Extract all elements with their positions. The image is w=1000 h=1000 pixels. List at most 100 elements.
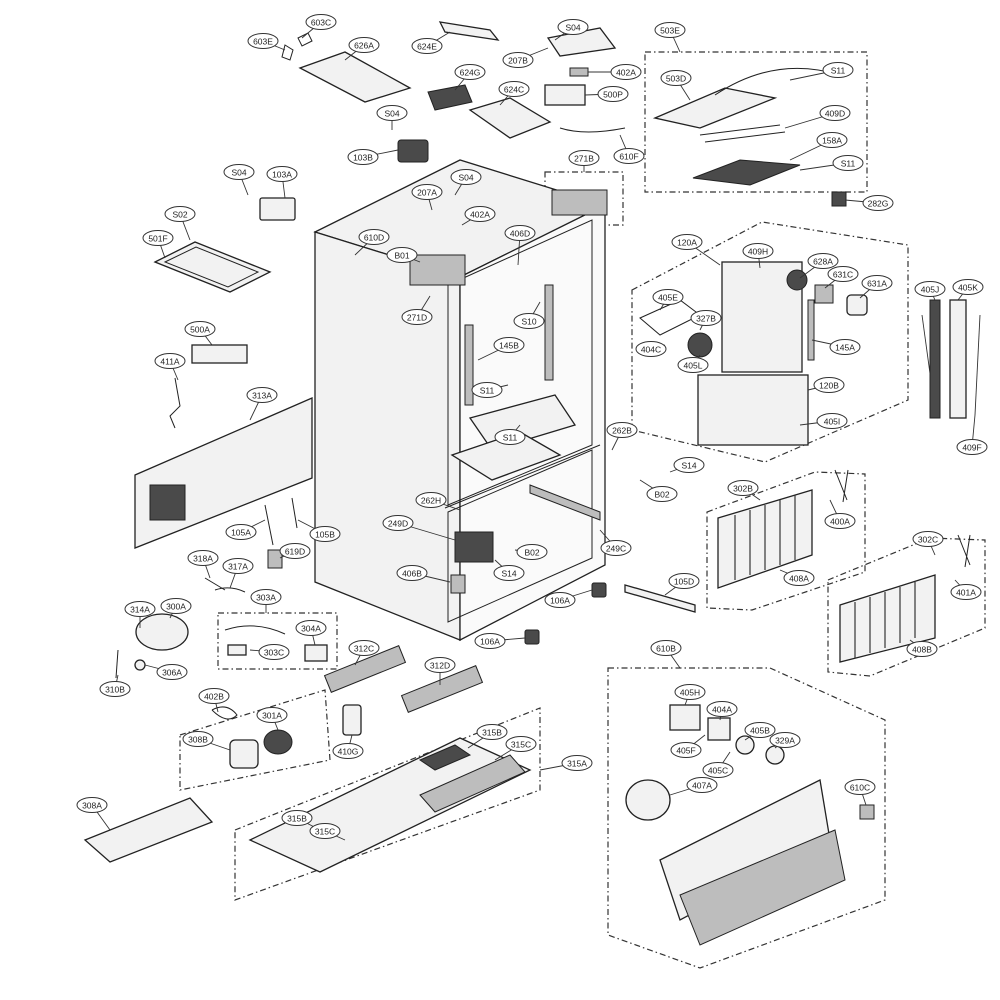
callout-B02: B02	[516, 544, 548, 560]
callout-bubble	[454, 64, 486, 80]
callout-bubble	[493, 565, 525, 581]
callout-bubble	[822, 62, 854, 78]
callout-label: 406D	[510, 229, 530, 239]
callout-408B: 408B	[906, 641, 938, 657]
back-panel-coil	[149, 484, 186, 521]
callout-304A: 304A	[295, 620, 327, 636]
callout-label: 120A	[677, 238, 697, 248]
callout-bubble	[702, 762, 734, 778]
callout-bubble	[124, 601, 156, 617]
group-box-503E	[644, 51, 868, 193]
callout-label: 409D	[825, 109, 845, 119]
callout-label: S04	[458, 173, 473, 183]
callout-158A: 158A	[816, 132, 848, 148]
callout-label: 103A	[272, 170, 292, 180]
callout-bubble	[358, 229, 390, 245]
callout-bubble	[258, 644, 290, 660]
callout-bubble	[819, 105, 851, 121]
callout-label: 318A	[193, 554, 213, 564]
callout-label: 145A	[835, 343, 855, 353]
callout-105A: 105A	[225, 524, 257, 540]
callout-624E: 624E	[411, 38, 443, 54]
callout-label: 158A	[822, 136, 842, 146]
callout-S11: S11	[832, 155, 864, 171]
callout-bubble	[309, 526, 341, 542]
callout-label: 610D	[364, 233, 384, 243]
callout-500P: 500P	[597, 86, 629, 102]
callout-label: 405F	[676, 746, 695, 756]
callout-label: 303C	[264, 648, 284, 658]
callout-label: 500P	[603, 90, 623, 100]
relay-304A	[304, 644, 328, 662]
callout-bubble	[164, 206, 196, 222]
callout-411A: 411A	[154, 353, 186, 369]
callout-bubble	[305, 14, 337, 30]
callout-label: 106A	[480, 637, 500, 647]
callout-label: 105D	[674, 577, 694, 587]
callout-label: 405C	[708, 766, 728, 776]
callout-label: 249D	[388, 519, 408, 529]
tube-105B	[291, 497, 298, 529]
callout-bubble	[635, 341, 667, 357]
callout-label: S14	[681, 461, 696, 471]
callout-label: 405B	[750, 726, 770, 736]
callout-bubble	[415, 492, 447, 508]
callout-315B: 315B	[476, 724, 508, 740]
callout-bubble	[187, 550, 219, 566]
evaporator-408A-fins	[734, 495, 796, 580]
callout-bubble	[827, 266, 859, 282]
callout-409H: 409H	[742, 243, 774, 259]
callout-402A: 402A	[610, 64, 642, 80]
wire-409F	[974, 314, 981, 416]
callout-308A: 308A	[76, 797, 108, 813]
callout-bubble	[182, 731, 214, 747]
callout-label: 317A	[228, 562, 248, 572]
callout-303C: 303C	[258, 644, 290, 660]
callout-106A: 106A	[544, 592, 576, 608]
heater-400A	[834, 469, 849, 503]
callout-label: S04	[384, 109, 399, 119]
callout-label: 405I	[824, 417, 841, 427]
callout-label: 631C	[833, 270, 853, 280]
callout-207B: 207B	[502, 52, 534, 68]
callout-label: 315B	[482, 728, 502, 738]
callout-406B: 406B	[396, 565, 428, 581]
rail-145A	[807, 299, 815, 361]
callout-label: 501F	[148, 234, 167, 244]
callout-408A: 408A	[783, 570, 815, 586]
callout-bubble	[513, 313, 545, 329]
callout-bubble	[690, 310, 722, 326]
callout-label: 308B	[188, 735, 208, 745]
callout-249D: 249D	[382, 515, 414, 531]
callout-405B: 405B	[744, 722, 776, 738]
motor-407A	[625, 779, 671, 821]
callout-bubble	[742, 243, 774, 259]
callout-145B: 145B	[493, 337, 525, 353]
callout-bubble	[250, 589, 282, 605]
callout-label: 500A	[190, 325, 210, 335]
callout-315C: 315C	[505, 736, 537, 752]
callout-label: 207B	[508, 56, 528, 66]
callout-bubble	[686, 777, 718, 793]
callout-bubble	[677, 357, 709, 373]
callout-label: 301A	[262, 711, 282, 721]
callout-bubble	[956, 439, 988, 455]
group-box-120A	[631, 221, 909, 463]
callout-label: 401A	[956, 588, 976, 598]
callout-label: 405J	[921, 285, 939, 295]
callout-label: 327B	[696, 314, 716, 324]
callout-327B: 327B	[690, 310, 722, 326]
callout-bubble	[99, 681, 131, 697]
callout-103B: 103B	[347, 149, 379, 165]
lid-503D	[652, 87, 778, 129]
callout-bubble	[832, 155, 864, 171]
callout-bubble	[295, 620, 327, 636]
callout-249C: 249C	[600, 540, 632, 556]
callout-label: S04	[231, 168, 246, 178]
freezer-inner-liner	[447, 449, 593, 623]
base-panel-315A	[248, 737, 532, 873]
callout-label: 402A	[616, 68, 636, 78]
callout-302B: 302B	[727, 480, 759, 496]
callout-bubble	[281, 810, 313, 826]
